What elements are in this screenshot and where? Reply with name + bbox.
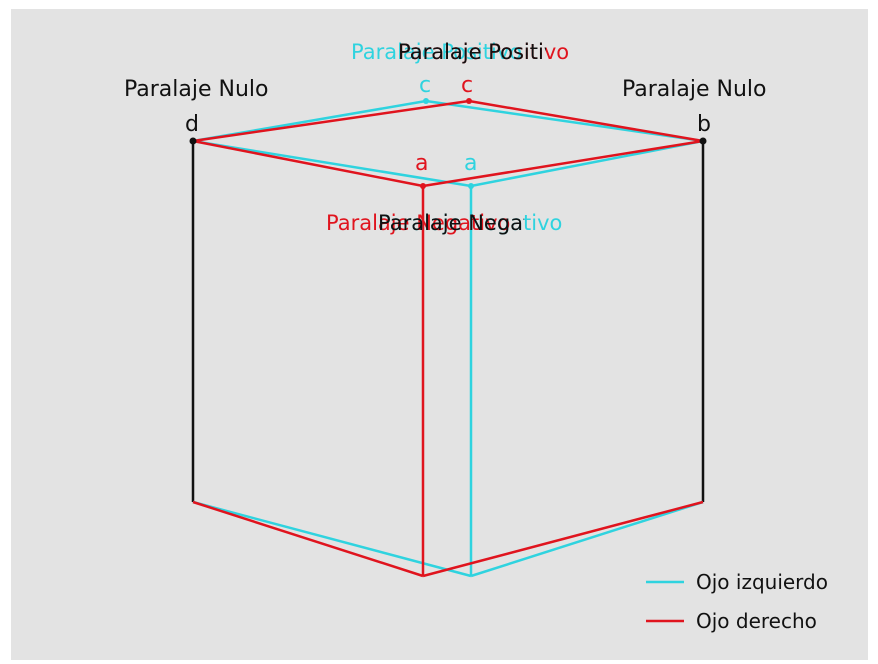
left-eye-vertex-c-label: c <box>419 73 431 98</box>
right-eye-edge-bottom-right <box>422 500 704 578</box>
left-eye-edge-d-a <box>192 139 472 188</box>
right-eye-edge-a-b <box>422 139 704 188</box>
negative-parallax-label-right-eye: Paralaje Negativo <box>326 211 510 235</box>
left-eye-cube <box>192 99 704 578</box>
vertex-b-point <box>699 137 707 145</box>
right-eye-edge-d-a <box>192 139 424 188</box>
left-eye-edge-bottom-left <box>192 500 472 578</box>
diagram-background <box>11 9 868 660</box>
left-eye-vertex-a-label: a <box>464 151 477 176</box>
vertex-b-label: b <box>697 112 711 137</box>
positive-parallax-label-left-eye: Paralaje Positivo <box>351 40 522 64</box>
right-eye-vertex-a-label: a <box>415 151 428 176</box>
legend: Ojo izquierdo Ojo derecho <box>646 570 828 633</box>
legend-right-eye-label: Ojo derecho <box>696 609 817 633</box>
negative-parallax-label-neutral: Paralaje Negativo <box>378 211 562 235</box>
zero-parallax-label-right: Paralaje Nulo <box>622 77 767 102</box>
zero-parallax-label-left: Paralaje Nulo <box>124 77 269 102</box>
right-eye-vertex-a-point <box>420 183 426 189</box>
right-eye-edge-c-b <box>468 99 704 143</box>
left-eye-vertex-a-point <box>468 183 474 189</box>
positive-parallax-label-neutral: Paralaje Positivo <box>398 40 569 64</box>
negative-parallax-label-left-eye: Paralaje Negativo <box>378 211 562 235</box>
right-eye-edge-d-c <box>192 99 470 143</box>
right-eye-vertex-c-point <box>466 98 472 104</box>
right-eye-cube <box>192 99 704 578</box>
positive-parallax-label-right-eye: Paralaje Positivo <box>398 40 569 64</box>
left-eye-vertex-c-point <box>423 98 429 104</box>
right-eye-vertex-c-label: c <box>461 73 473 98</box>
right-eye-edge-bottom-left <box>192 500 424 578</box>
left-eye-edge-bottom-right <box>470 500 704 578</box>
vertex-d-label: d <box>185 112 199 137</box>
vertex-d-point <box>189 137 197 145</box>
legend-left-eye-label: Ojo izquierdo <box>696 570 828 594</box>
left-eye-edge-a-b <box>470 139 704 188</box>
